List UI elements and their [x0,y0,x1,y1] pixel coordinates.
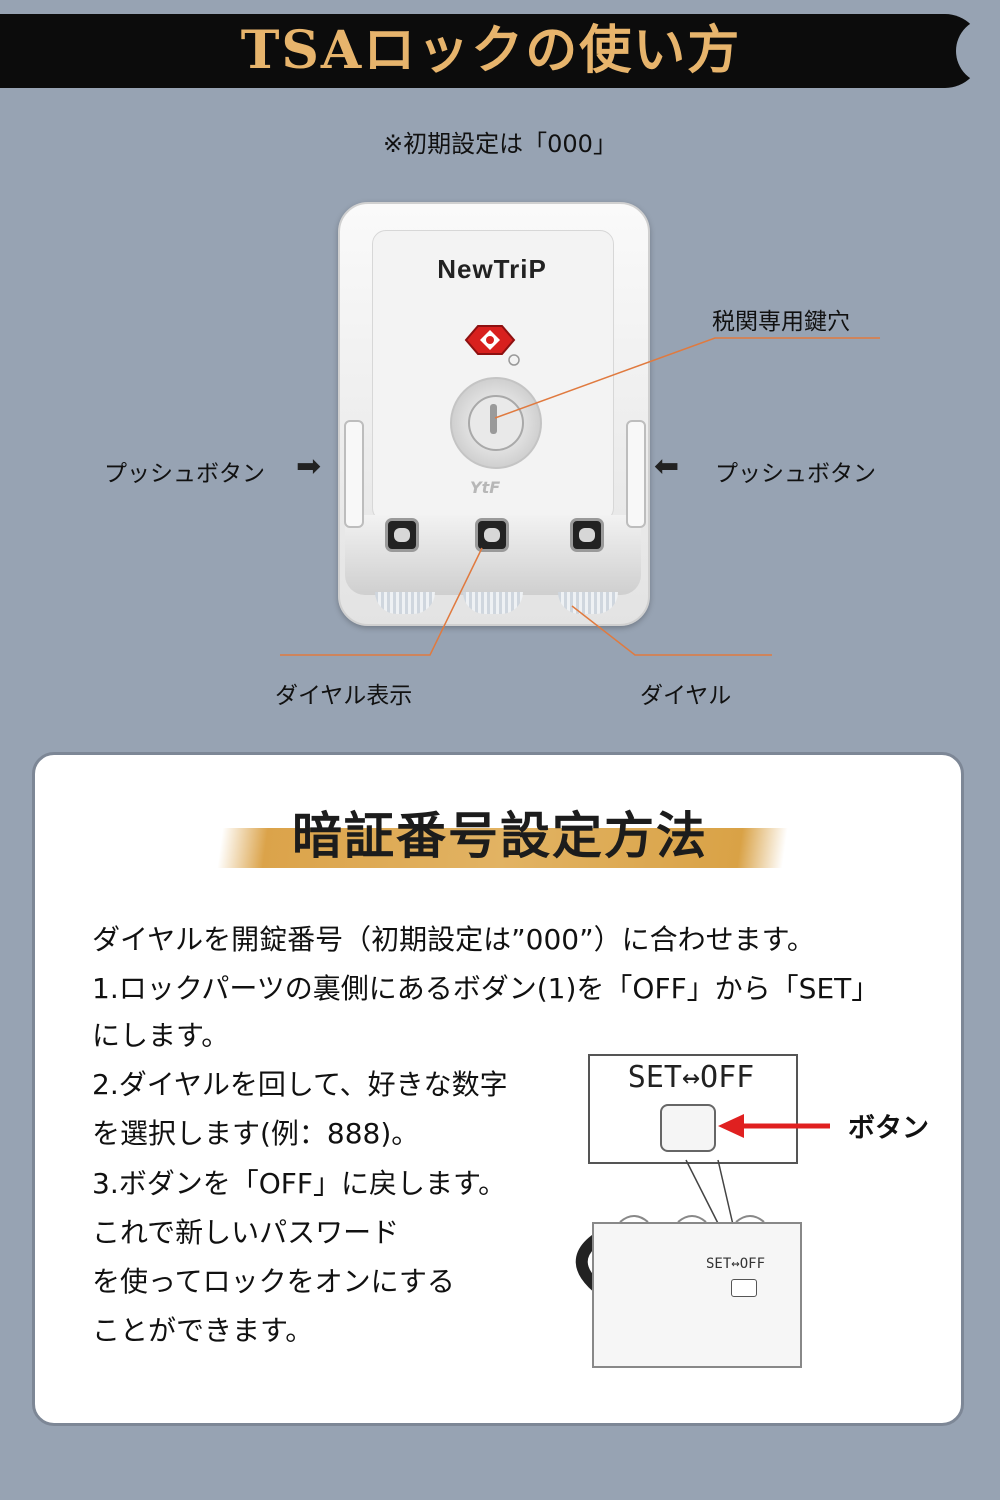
button-label: ボタン [848,1113,929,1144]
ytf-mark: YtF [470,478,501,497]
label-push-button-right: プッシュボタン [715,461,876,487]
switch-knob [660,1104,716,1152]
label-dial: ダイヤル [640,683,732,709]
dial-wheel-3 [558,592,618,614]
instruction-line: を使ってロックをオンにする [92,1265,455,1298]
tsa-diamond-icon [464,325,520,366]
small-switch-knob [731,1279,757,1297]
arrow-right-icon: ➡ [296,449,322,484]
title-banner [0,14,982,88]
instruction-line: ダイヤルを開錠番号（初期設定は”000”）に合わせます。 [92,923,815,956]
instruction-line: これで新しいパスワード [92,1216,400,1249]
leader-lines [280,337,880,656]
instruction-line: を選択します(例：888)。 [92,1117,420,1150]
push-button-left [344,420,364,528]
default-setting-note: ※初期設定は「000」 [383,130,617,158]
label-customs-keyhole: 税関専用鍵穴 [712,309,850,335]
lock-case-sketch [592,1222,802,1368]
page-title: TSAロックの使い方 [240,20,742,81]
switch-label: SET↔OFF [627,1060,755,1095]
brand-logo: NewTriP [437,254,547,284]
dial-wheel-1 [375,592,435,614]
small-switch-label: SET↔OFF [706,1256,766,1272]
push-button-right [626,420,646,528]
instruction-line: 2.ダイヤルを回して、好きな数字 [92,1068,508,1101]
keyhole-slot [490,404,497,434]
label-push-button-left: プッシュボタン [104,461,265,487]
dial-window-2 [475,518,509,552]
label-dial-display: ダイヤル表示 [275,683,413,709]
arrow-left-icon: ⬅ [654,449,680,484]
instruction-line: ことができます。 [92,1314,314,1347]
instruction-line: 3.ボダンを「OFF」に戻します。 [92,1167,507,1200]
dial-window-1 [385,518,419,552]
card-title: 暗証番号設定方法 [292,806,708,865]
instruction-line: にします。 [92,1019,230,1052]
dial-wheel-2 [463,592,523,614]
dial-window-3 [570,518,604,552]
instruction-line: 1.ロックパーツの裏側にあるボダン(1)を「OFF」から「SET」 [92,972,880,1005]
lock-face-panel [372,230,614,522]
